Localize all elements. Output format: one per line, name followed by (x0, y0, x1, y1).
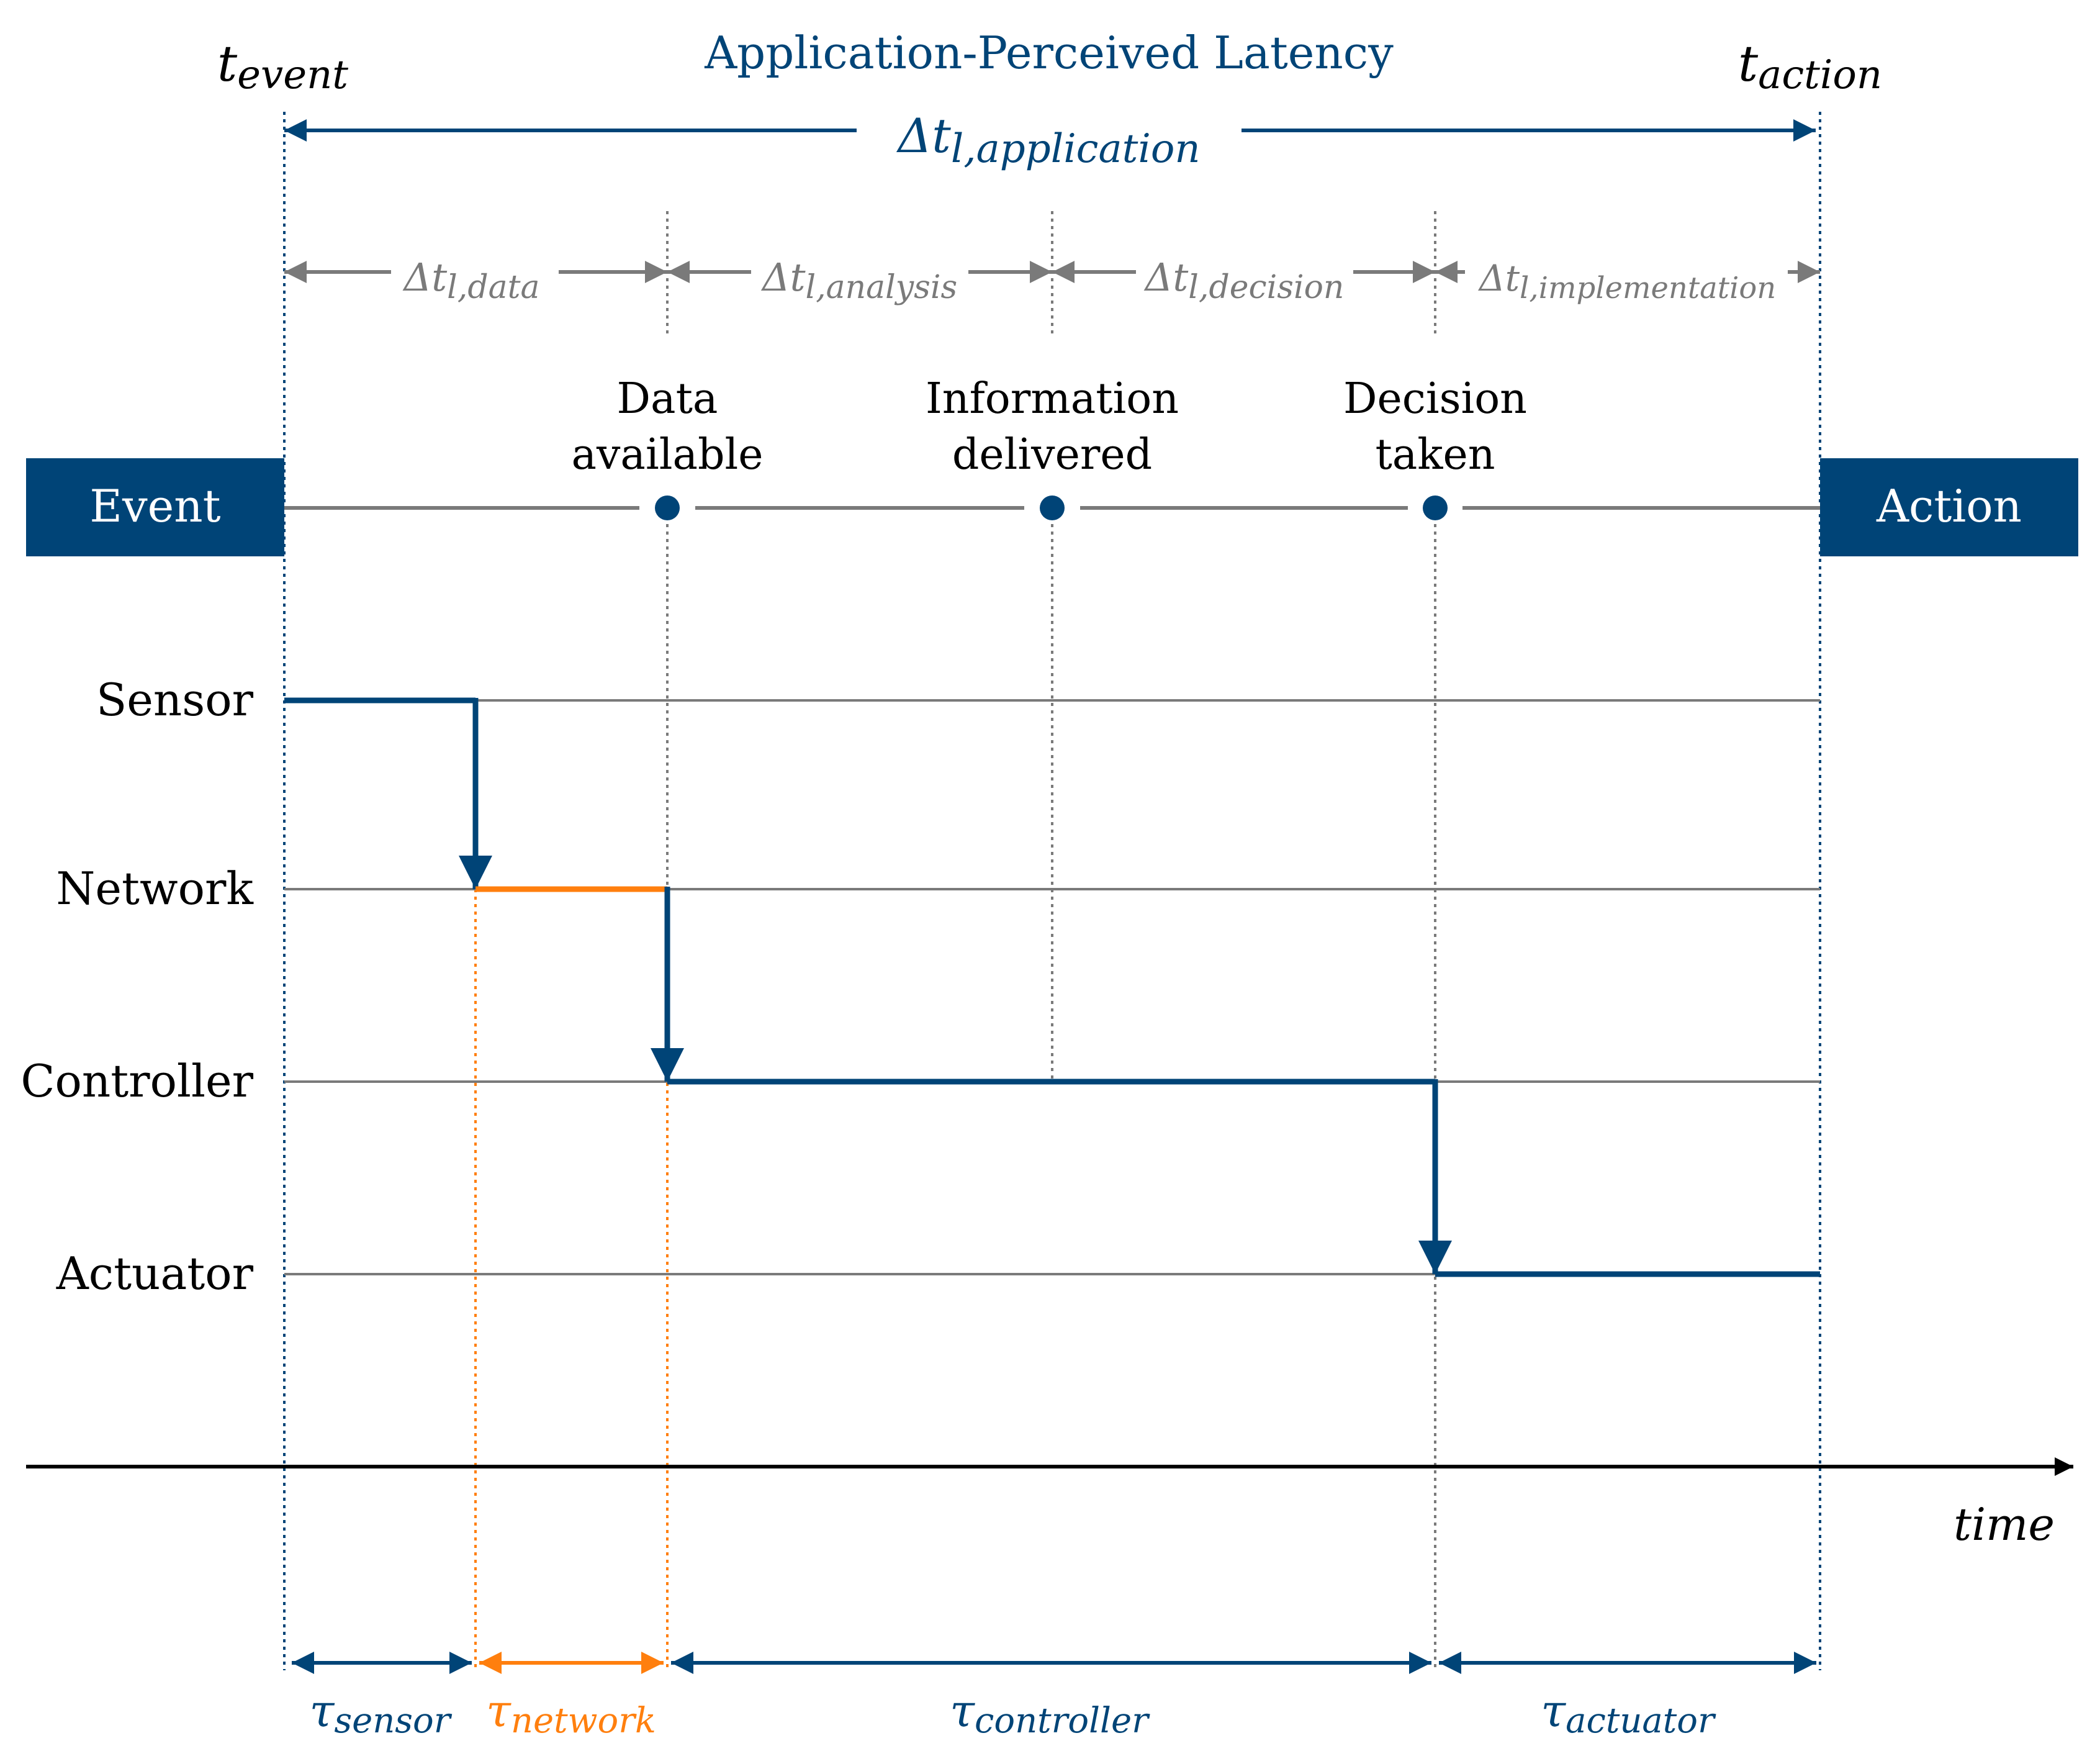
event-box (26, 458, 284, 556)
diagram-title: Application-Perceived Latency (704, 27, 1394, 79)
milestone-information-line1: Information (926, 374, 1179, 423)
stage-label-implementation: Δtl,implementation (1478, 257, 1776, 305)
stage-label-data: Δtl,data (402, 255, 539, 306)
app-latency-label: Δtl,application (896, 108, 1200, 172)
action-box-label: Action (1876, 480, 2022, 532)
tau-network-label: τnetwork (486, 1685, 656, 1741)
t-event-label: tevent (217, 35, 348, 98)
lane-label-actuator: Actuator (56, 1247, 254, 1300)
milestone-decision-line2: taken (1375, 430, 1495, 479)
lane-label-network: Network (56, 862, 254, 915)
event-box-label: Event (89, 480, 220, 532)
time-axis-label: time (1954, 1498, 2055, 1550)
milestone-decision-line1: Decision (1343, 374, 1527, 423)
stage-label-analysis: Δtl,analysis (761, 255, 957, 306)
lane-label-sensor: Sensor (96, 674, 254, 726)
action-box (1820, 458, 2078, 556)
stage-label-decision: Δtl,decision (1144, 255, 1345, 306)
tau-actuator-label: τactuator (1541, 1685, 1716, 1741)
tau-controller-label: τcontroller (950, 1685, 1150, 1741)
lane-label-controller: Controller (20, 1055, 253, 1107)
tau-sensor-label: τsensor (309, 1685, 452, 1741)
milestone-dot-data (655, 495, 680, 520)
milestone-information-line2: delivered (952, 430, 1152, 479)
milestone-data-line2: available (571, 430, 763, 479)
milestone-data-line1: Data (617, 374, 718, 423)
milestone-dot-information (1040, 495, 1065, 520)
t-action-label: taction (1738, 35, 1882, 98)
milestone-dot-decision (1423, 495, 1448, 520)
